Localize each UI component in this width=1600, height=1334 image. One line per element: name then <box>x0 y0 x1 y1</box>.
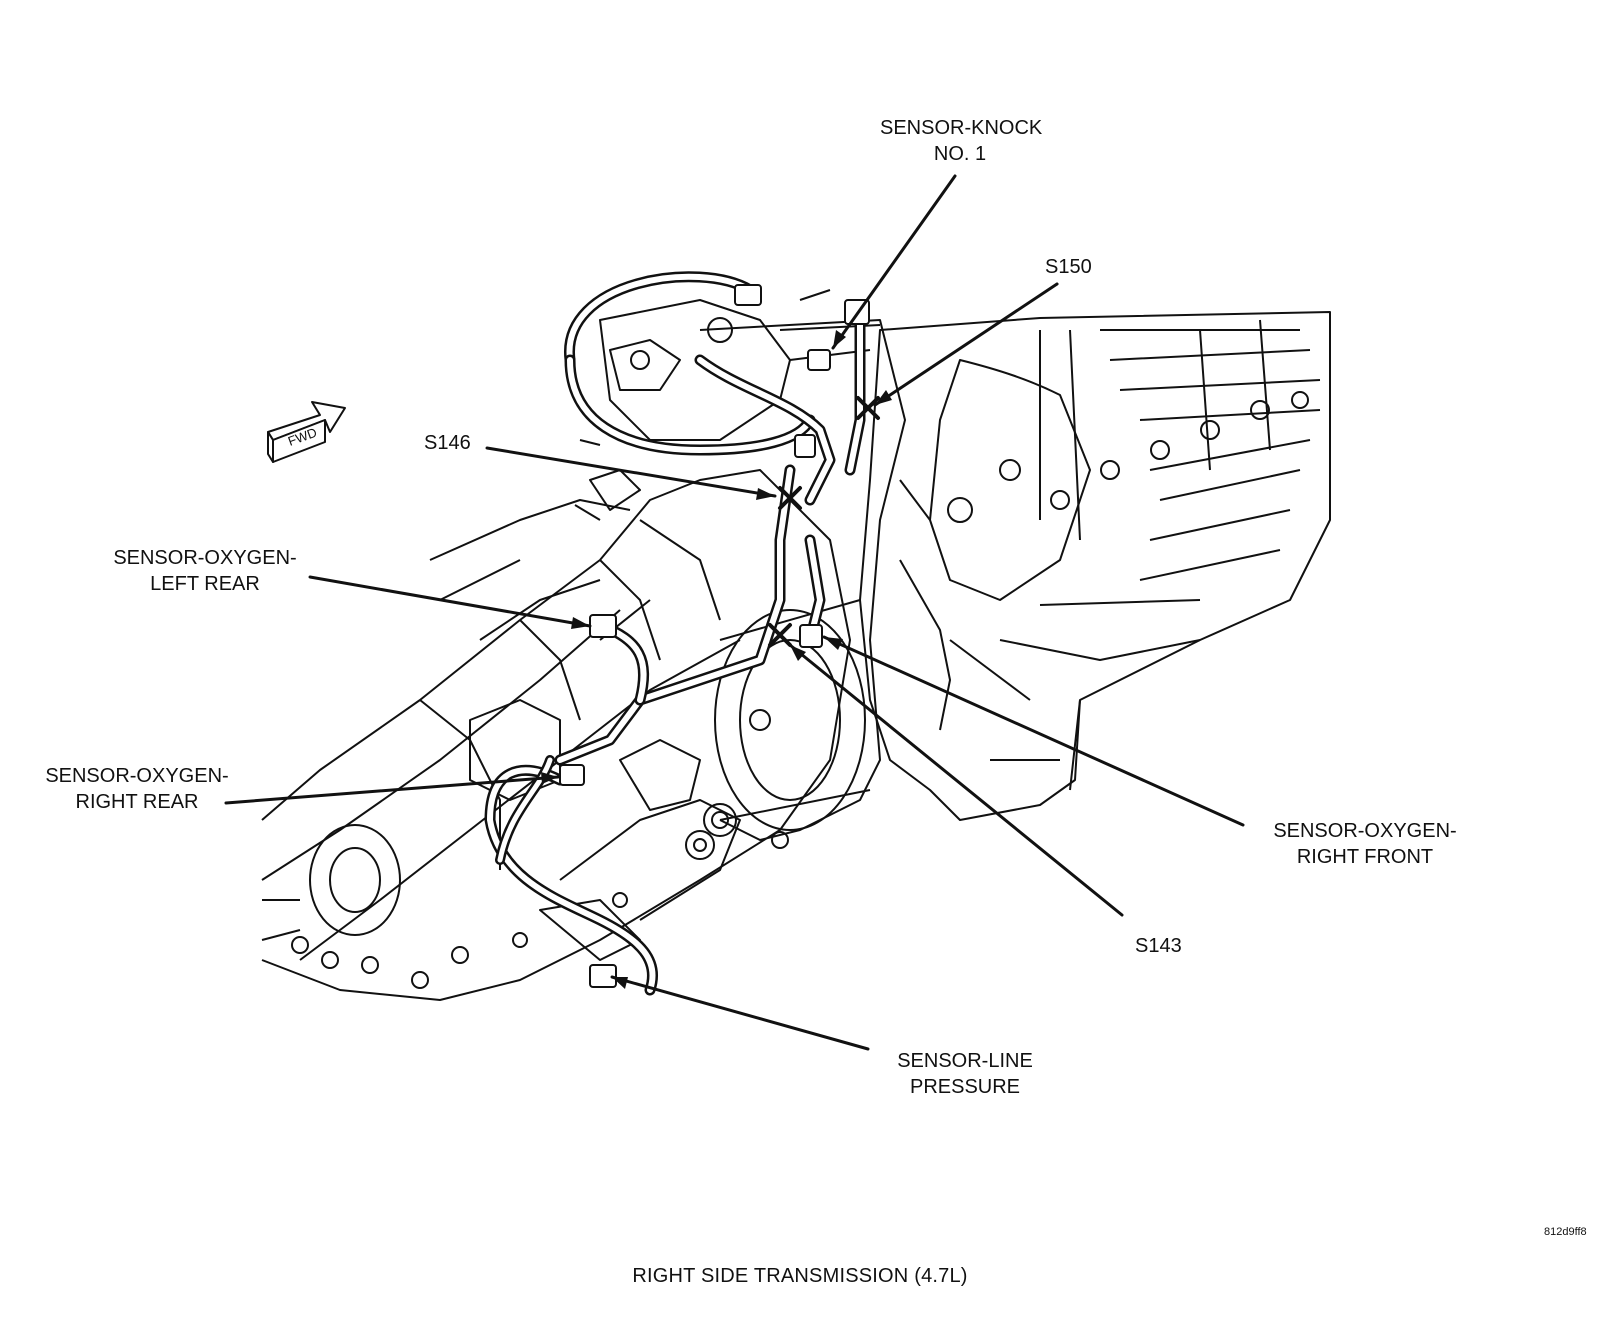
callout-knock-sensor-line1: SENSOR-KNOCK <box>880 117 1043 139</box>
engine-block-outline <box>859 311 1331 821</box>
leader-o2-right-front <box>822 635 1245 827</box>
leader-o2-left-rear <box>308 575 592 628</box>
leader-s143 <box>788 643 1124 917</box>
splice-marks <box>768 396 880 647</box>
callout-line-pressure: SENSOR-LINE PRESSURE <box>870 1048 1060 1100</box>
callout-o2-right-rear-line2: RIGHT REAR <box>75 791 199 813</box>
callout-o2-right-front-line1: SENSOR-OXYGEN- <box>1273 820 1457 842</box>
callout-s150: S150 <box>1045 254 1092 280</box>
callout-o2-left-rear: SENSOR-OXYGEN- LEFT REAR <box>90 545 320 597</box>
leader-line-pressure <box>610 975 870 1051</box>
callout-line-pressure-line1: SENSOR-LINE <box>897 1050 1033 1072</box>
callout-o2-right-front-line2: RIGHT FRONT <box>1296 846 1434 868</box>
callout-o2-right-rear: SENSOR-OXYGEN- RIGHT REAR <box>22 763 252 815</box>
leader-knock-sensor <box>831 174 957 350</box>
callout-line-pressure-line2: PRESSURE <box>909 1076 1021 1098</box>
leader-s146 <box>485 446 777 498</box>
wiring-harness <box>484 271 866 996</box>
upper-intake-outline <box>574 289 881 521</box>
callout-o2-left-rear-line2: LEFT REAR <box>150 573 260 595</box>
callout-knock-sensor: SENSOR-KNOCK NO. 1 <box>880 115 1043 167</box>
leader-arrowheads <box>541 330 892 989</box>
callout-knock-sensor-line2: NO. 1 <box>933 143 987 165</box>
callout-s150-text: S150 <box>1045 256 1092 278</box>
figure-caption: RIGHT SIDE TRANSMISSION (4.7L) <box>632 1265 968 1287</box>
callout-s146: S146 <box>424 430 471 456</box>
bell-housing-outline <box>699 319 906 849</box>
fwd-arrow-icon <box>267 401 346 463</box>
callout-o2-left-rear-line1: SENSOR-OXYGEN- <box>113 547 297 569</box>
leader-lines <box>224 174 1245 1051</box>
connectors <box>559 284 870 988</box>
leader-s150 <box>873 282 1059 407</box>
transmission-case-outline <box>261 469 851 1001</box>
callout-o2-right-front: SENSOR-OXYGEN- RIGHT FRONT <box>1250 818 1480 870</box>
callout-o2-right-rear-line1: SENSOR-OXYGEN- <box>45 765 229 787</box>
figure-id: 812d9ff8 <box>1544 1226 1587 1238</box>
callout-s146-text: S146 <box>424 432 471 454</box>
callout-s143-text: S143 <box>1135 935 1182 957</box>
leader-o2-right-rear <box>224 775 560 805</box>
callout-s143: S143 <box>1135 933 1182 959</box>
